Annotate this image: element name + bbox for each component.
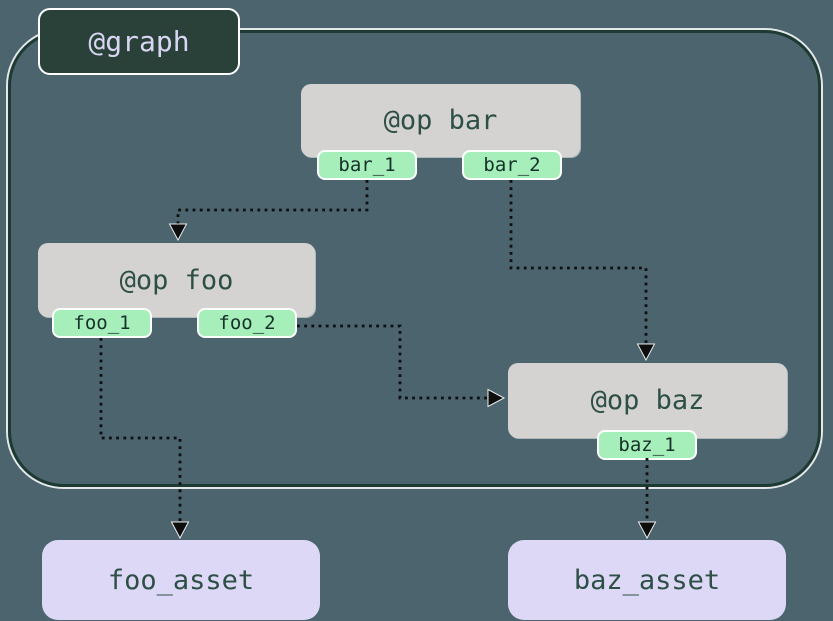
- graph-container: [8, 30, 821, 487]
- arrowhead-foo-1-to-foo-asset: [170, 521, 190, 540]
- graph-label: @graph: [88, 25, 190, 58]
- output-badge-foo-1: foo_1: [52, 308, 152, 338]
- asset-baz-label: baz_asset: [573, 564, 721, 596]
- arrowhead-baz-1-to-baz-asset: [637, 521, 657, 540]
- output-badge-baz-1: baz_1: [597, 430, 697, 460]
- op-node-bar: @op bar: [301, 84, 580, 157]
- output-badge-foo-2-label: foo_2: [218, 312, 276, 334]
- output-badge-bar-2: bar_2: [462, 150, 562, 180]
- asset-foo-label: foo_asset: [107, 564, 255, 596]
- asset-node-baz-asset: baz_asset: [508, 540, 786, 620]
- op-foo-label: @op foo: [119, 264, 234, 296]
- output-badge-foo-1-label: foo_1: [73, 312, 131, 334]
- op-baz-label: @op baz: [590, 385, 705, 416]
- output-badge-bar-1: bar_1: [317, 150, 417, 180]
- op-node-foo: @op foo: [38, 243, 315, 317]
- output-badge-foo-2: foo_2: [197, 308, 297, 338]
- op-node-baz: @op baz: [508, 363, 787, 438]
- asset-node-foo-asset: foo_asset: [42, 540, 320, 620]
- output-badge-bar-2-label: bar_2: [483, 154, 541, 176]
- op-bar-label: @op bar: [383, 105, 498, 136]
- output-badge-baz-1-label: baz_1: [618, 434, 676, 456]
- output-badge-bar-1-label: bar_1: [338, 154, 396, 176]
- graph-badge: @graph: [38, 8, 240, 75]
